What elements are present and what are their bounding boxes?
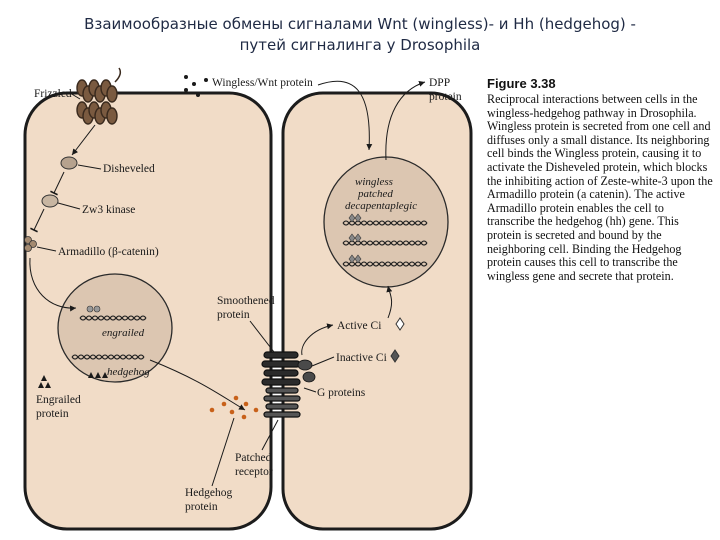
dna-binder [86, 305, 101, 313]
dpp-label-2: protein [429, 91, 462, 103]
hedgehog-protein-label-1: Hedgehog [185, 487, 233, 499]
engrailed-protein-triangles [38, 372, 108, 388]
active-ci-label: Active Ci [337, 320, 381, 332]
dpp-label-1: DPP [429, 77, 450, 89]
figure-caption: Reciprocal interactions between cells in… [487, 92, 713, 283]
engrailed-protein-label-2: protein [36, 408, 69, 420]
title-line-2: путей сигналинга у Drosophila [239, 36, 481, 54]
inactive-ci-label: Inactive Ci [336, 352, 387, 364]
zw3-kinase-protein [41, 194, 59, 208]
patched-label-2: receptor [235, 466, 273, 478]
disheveled-protein [60, 156, 78, 170]
smoothened-label-2: protein [217, 309, 250, 321]
wingless-protein-label: Wingless/Wnt protein [212, 77, 313, 89]
gene-decapentaplegic: decapentaplegic [345, 200, 417, 212]
frizzled-receptor [76, 79, 118, 125]
gene-wingless: wingless [355, 176, 393, 188]
gene-engrailed: engrailed [102, 327, 145, 339]
gene-hedgehog: hedgehog [107, 366, 150, 378]
hedgehog-protein-dots [209, 395, 259, 420]
g-protein-blobs [297, 359, 316, 383]
disheveled-label: Disheveled [103, 163, 155, 175]
wingless-protein-dots [184, 75, 208, 97]
zw3-label: Zw3 kinase [82, 204, 135, 216]
slide-title: Взаимообразные обмены сигналами Wnt (win… [0, 14, 720, 56]
armadillo-label: Armadillo (β-catenin) [58, 246, 159, 258]
hedgehog-protein-label-2: protein [185, 501, 218, 513]
smoothened-patched-complex [261, 351, 301, 418]
armadillo-protein [24, 236, 37, 252]
right-nucleus-dna [342, 220, 428, 267]
patched-label-1: Patched [235, 452, 272, 464]
title-line-1: Взаимообразные обмены сигналами Wnt (win… [84, 15, 636, 33]
frizzled-label: Frizzled [34, 88, 72, 100]
smoothened-label-1: Smoothened [217, 295, 275, 307]
left-nucleus-dna [71, 315, 147, 360]
g-proteins-label: G proteins [317, 387, 366, 399]
engrailed-protein-label-1: Engrailed [36, 394, 81, 406]
figure-number: Figure 3.38 [487, 76, 556, 91]
ci-binders [348, 213, 362, 264]
gene-patched: patched [357, 188, 393, 200]
